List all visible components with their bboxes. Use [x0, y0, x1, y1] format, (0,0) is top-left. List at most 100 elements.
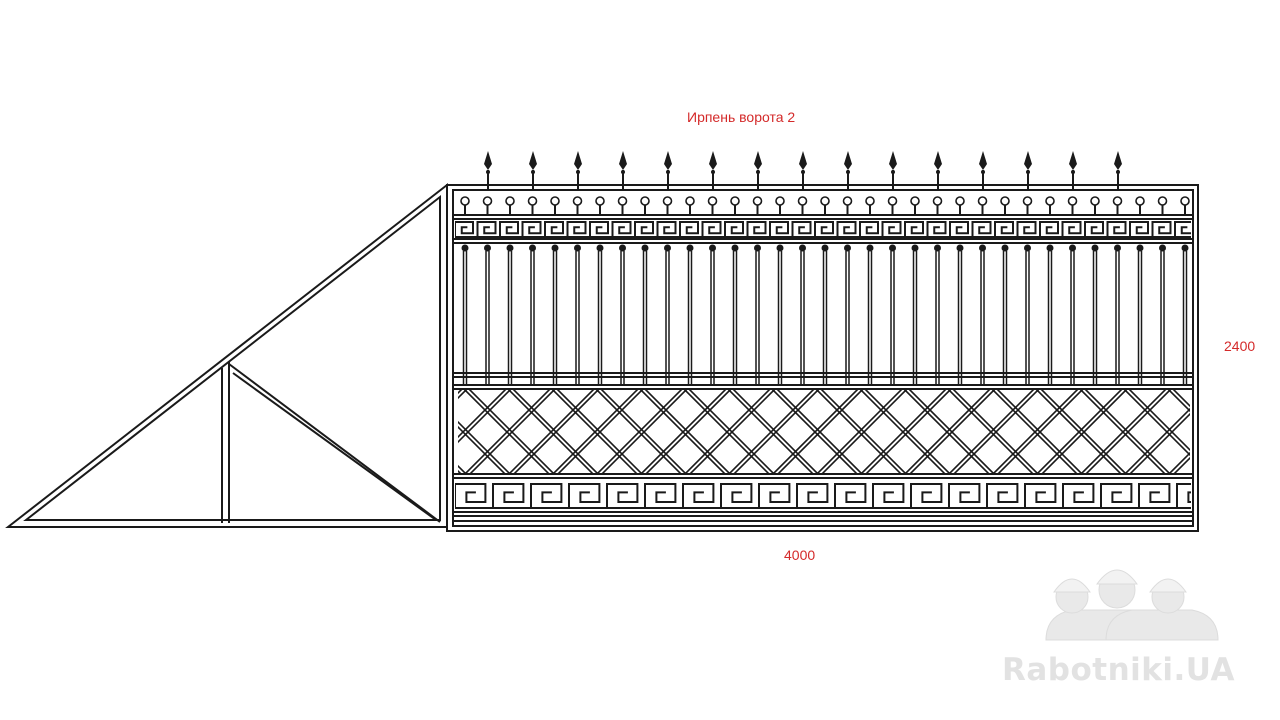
ring-ornament [752, 196, 763, 206]
width-dimension-label: 4000 [784, 547, 816, 563]
lattice-line [732, 389, 820, 475]
spear-collar [621, 170, 625, 174]
spear-collar [486, 170, 490, 174]
lattice-line [332, 389, 418, 475]
bar-knob [731, 244, 739, 252]
lattice-line [463, 389, 551, 475]
bar-knob [664, 244, 671, 252]
bar-knob [1181, 244, 1189, 252]
lattice-line [991, 389, 1079, 475]
bar-knob [551, 244, 559, 252]
lattice-line [551, 389, 639, 475]
ring-ornament [865, 196, 875, 206]
height-dimension-label: 2400 [1224, 338, 1256, 354]
watermark-text: Rabotniki.UA [1002, 652, 1236, 688]
ring-ornament [1045, 196, 1055, 206]
ring-ornament [1112, 196, 1123, 206]
watermark-helmets-icon [1045, 569, 1219, 641]
meander-path [455, 483, 1191, 509]
spear-collar [801, 170, 805, 174]
bar-knob [529, 244, 536, 252]
ring-ornament [662, 196, 673, 206]
bar-knob [1091, 244, 1099, 252]
ring-ornament [977, 196, 988, 206]
ring-ornament [1000, 196, 1010, 206]
bar-knob [821, 244, 829, 252]
bar-knob [1114, 244, 1121, 252]
ring-ornament [685, 196, 695, 206]
lattice-line [1128, 412, 1190, 475]
lattice-line [595, 389, 683, 475]
lattice-line [1123, 407, 1190, 475]
lattice-line [952, 389, 1040, 475]
bar-knob [979, 244, 986, 252]
bar-knob [641, 244, 649, 252]
lattice-line [507, 389, 595, 475]
ring-ornament [482, 196, 493, 206]
lattice-line [1035, 389, 1123, 475]
lattice-line [1079, 389, 1167, 475]
bar-knob [686, 244, 694, 252]
bar-knob [484, 244, 491, 252]
ring-ornament [887, 196, 898, 206]
bar-knob [596, 244, 604, 252]
lattice-line [1040, 389, 1128, 475]
lattice-line [859, 389, 947, 475]
ring-ornament [797, 196, 808, 206]
spear-collar [711, 170, 715, 174]
bar-knob [1069, 244, 1076, 252]
ring-ornament [842, 196, 853, 206]
meander-band-bottom [455, 483, 1191, 509]
spear-tip-icon [889, 151, 897, 170]
ring-ornament [1180, 196, 1190, 206]
ring-ornament [1090, 196, 1100, 206]
spear-tip-icon [844, 151, 852, 170]
diamond-lattice [332, 389, 1280, 475]
spear-collar [846, 170, 850, 174]
spear-tip-icon [529, 151, 537, 170]
lattice-line [468, 389, 556, 475]
vertical-bars [461, 244, 1189, 385]
bar-knob [1046, 244, 1054, 252]
bar-knob [709, 244, 716, 252]
lattice-line [1212, 389, 1280, 475]
ring-ornament [550, 196, 560, 206]
bar-knob [911, 244, 919, 252]
bar-knob [889, 244, 896, 252]
lattice-line [947, 389, 1035, 475]
ring-ornaments [460, 196, 1190, 215]
ring-ornament [1022, 196, 1033, 206]
spear-tip-icon [1069, 151, 1077, 170]
spear-tip-icon [1024, 151, 1032, 170]
ring-ornament [617, 196, 628, 206]
bar-knob [619, 244, 626, 252]
bar-knob [956, 244, 964, 252]
ring-ornament [707, 196, 718, 206]
spear-tip-icon [934, 151, 942, 170]
bar-knob [844, 244, 851, 252]
lattice-line [1172, 389, 1190, 408]
bar-knob [776, 244, 784, 252]
ring-ornament [595, 196, 605, 206]
spear-tip-icon [754, 151, 762, 170]
spear-tip-icon [619, 151, 627, 170]
ring-ornament [932, 196, 943, 206]
lattice-line [996, 389, 1084, 475]
lattice-line [458, 464, 468, 475]
spear-collar [666, 170, 670, 174]
spear-tip-icon [979, 151, 987, 170]
ring-ornament [527, 196, 538, 206]
lattice-line [727, 389, 815, 475]
drawing-title: Ирпень ворота 2 [687, 109, 796, 125]
ring-ornament [1157, 196, 1168, 206]
spear-collar [891, 170, 895, 174]
ring-ornament [730, 196, 740, 206]
lattice-line [600, 389, 688, 475]
lattice-line [908, 389, 996, 475]
ring-ornament [460, 196, 470, 206]
spear-tip-icon [1114, 151, 1122, 170]
spear-tip-icon [709, 151, 717, 170]
lattice-line [683, 389, 771, 475]
lattice-line [458, 389, 468, 400]
lattice-line [903, 389, 991, 475]
